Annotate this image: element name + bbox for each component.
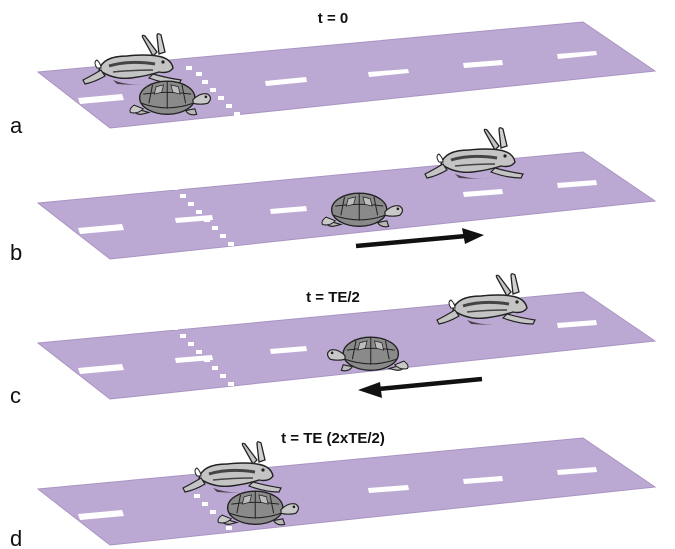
start-line <box>172 186 234 246</box>
lane-markings <box>78 320 597 374</box>
panel-letter: a <box>10 113 23 138</box>
panel-a: a t = 0 <box>10 10 657 138</box>
hare-icon <box>423 126 525 181</box>
time-label: t = 0 <box>318 10 348 27</box>
panel-letter: c <box>10 383 21 408</box>
start-line <box>186 66 240 116</box>
hare-icon <box>435 272 537 327</box>
panel-letter: b <box>10 240 22 265</box>
panel-d: d t = TE (2xTE/2) <box>10 430 657 549</box>
start-line <box>172 326 234 386</box>
panel-c: c t = TE/2 <box>10 272 657 408</box>
lane-markings <box>78 467 597 520</box>
hare-icon <box>81 32 183 87</box>
road-surface <box>36 437 657 546</box>
lane-markings <box>78 51 597 104</box>
lane-markings <box>78 180 597 234</box>
panel-letter: d <box>10 526 22 549</box>
time-label: t = TE (2xTE/2) <box>281 430 385 447</box>
direction-arrow-icon <box>355 228 484 249</box>
hare-icon <box>181 440 283 495</box>
direction-arrow-icon <box>358 376 483 398</box>
time-label: t = TE/2 <box>306 289 360 306</box>
panel-b: b <box>10 126 657 265</box>
